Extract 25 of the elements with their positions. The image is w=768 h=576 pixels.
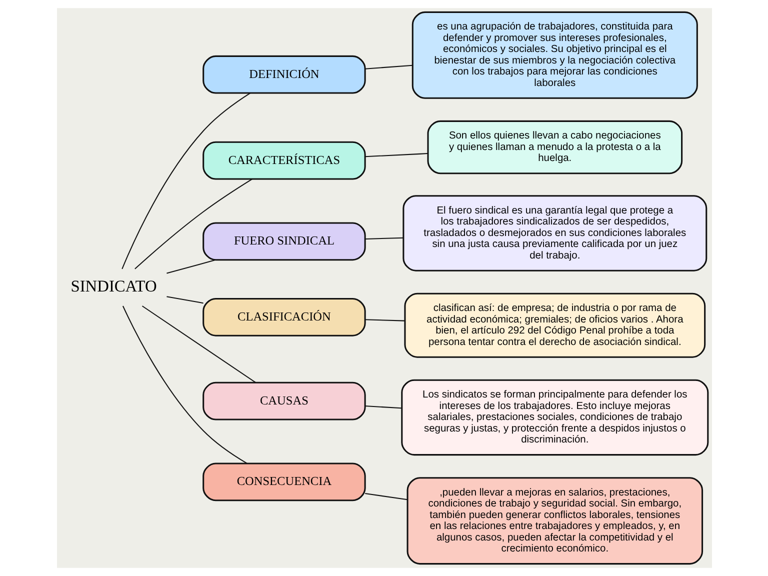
node-box: DEFINICIÓN [202,55,366,94]
connector [134,178,252,270]
connector [122,306,247,464]
node-box: CLASIFICACIÓN [202,298,366,336]
connector [364,319,404,322]
connector [364,405,401,409]
node-box: CAUSAS [202,382,366,420]
node-box: clasifican así: de empresa; de industria o por rama de actividad económica; gremiales; de oficios varios . Ahora bien, el artículo 292 del Código Penal prohíbe a toda persona tentar contra el derecho de asociación sindical. [404,292,706,358]
connector [166,259,216,274]
connector [166,296,203,304]
node-box: CONSECUENCIA [202,462,366,502]
node-text: SINDICATO [70,276,156,296]
connector [364,493,407,500]
node-box: CARACTERÍSTICAS [202,141,366,180]
connector [364,153,428,158]
connector [141,306,256,384]
node-box: Son ellos quienes llevan a cabo negociaciones y quienes llaman a menudo a la protesta o a la huelga. [426,120,682,174]
node-box: ,pueden llevar a mejoras en salarios, prestaciones, condiciones de trabajo y seguridad social. Sin embargo, también pueden generar conflictos laborales, tensiones en las relaciones entre trabajadores y empleados, y, en algunos casos, pueden afectar la competitividad y el crecimiento económico. [406,477,703,565]
node-box: FUERO SINDICAL [202,222,366,261]
node-box: Los sindicatos se forman principalmente para defender los intereses de los trabajadores. Esto incluye mejoras salariales, prestaciones sociales, condiciones de trabajo seguras y justas, y protección frente a despidos injustos o discriminación. [400,379,708,456]
connector [364,64,412,70]
node-box: El fuero sindical es una garantía legal que protege a los trabajadores sindicalizados de ser despedidos, trasladados o desmejorados en sus condiciones laborales sin una justa causa previamente calificada por un juez del trabajo. [402,195,707,272]
node-box: es una agrupación de trabajadores, constituida para defender y promover sus intereses profesionales, económicos y sociales. Su objetivo principal es el bienestar de sus miembros y la negociación colectiva con los trabajos para mejorar las condiciones laborales [411,11,698,99]
connector [364,237,403,240]
connector [121,92,250,270]
